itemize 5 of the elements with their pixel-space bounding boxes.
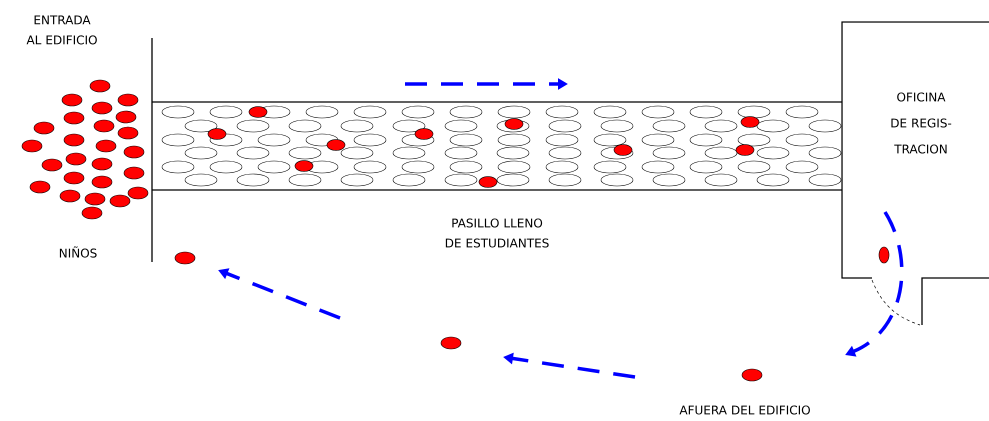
- text-label: AFUERA DEL EDIFICIO: [680, 405, 810, 415]
- text-label: PASILLO LLENO DE ESTUDIANTES: [446, 218, 549, 248]
- text-label: NIÑOS: [60, 246, 97, 258]
- office-room: OFICINA DE REGIS- TRACION: [841, 21, 989, 326]
- text-label: ENTRADA AL EDIFICIO: [26, 16, 97, 44]
